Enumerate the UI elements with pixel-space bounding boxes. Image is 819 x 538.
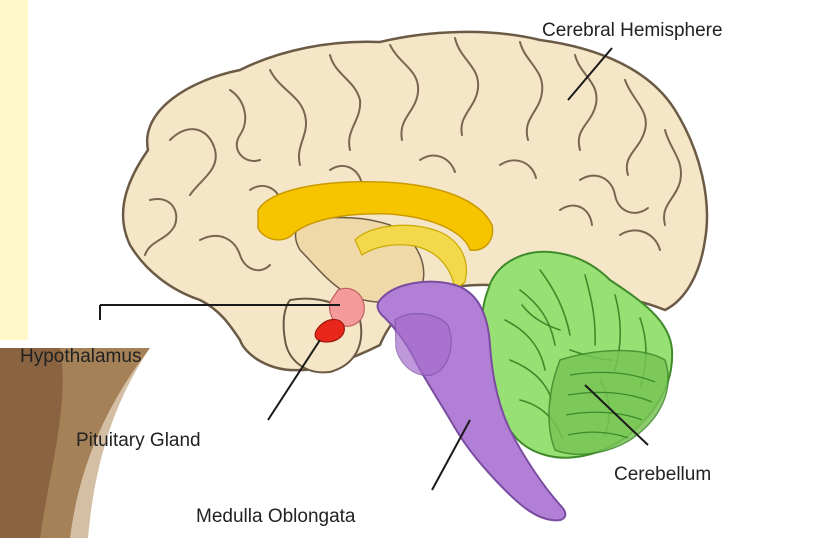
label-medulla-oblongata: Medulla Oblongata (196, 506, 356, 527)
label-cerebral-hemisphere: Cerebral Hemisphere (542, 20, 723, 41)
label-hypothalamus: Hypothalamus (20, 346, 141, 367)
leader-medulla (432, 420, 470, 490)
pons-bulge (395, 314, 451, 376)
background-paper-left (0, 0, 28, 340)
label-pituitary-gland: Pituitary Gland (76, 430, 201, 451)
cerebellum-lower-lobe (549, 351, 668, 455)
label-cerebellum: Cerebellum (614, 464, 711, 485)
